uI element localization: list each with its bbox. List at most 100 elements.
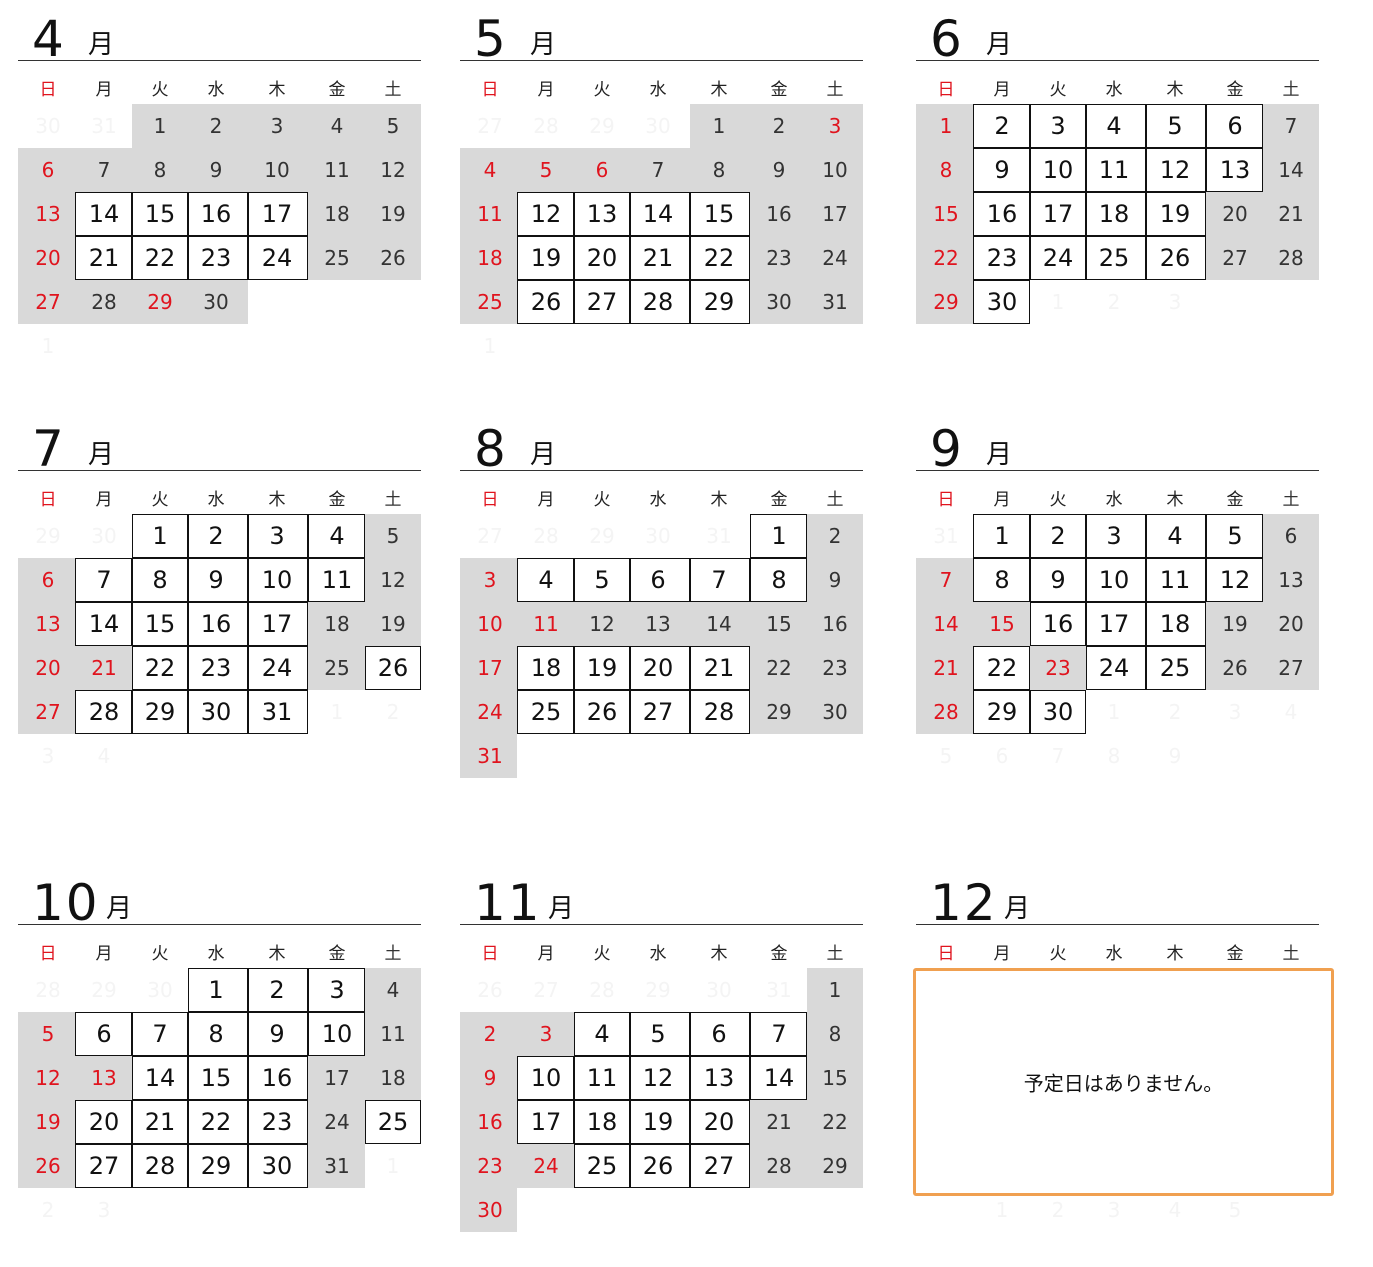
day-cell[interactable] <box>1263 558 1319 602</box>
day-cell[interactable] <box>132 236 188 280</box>
day-cell[interactable] <box>916 148 973 192</box>
day-cell[interactable] <box>750 148 807 192</box>
day-cell[interactable] <box>365 968 421 1012</box>
day-cell[interactable] <box>132 1012 188 1056</box>
day-cell[interactable] <box>916 104 973 148</box>
day-cell[interactable] <box>1206 558 1263 602</box>
day-cell[interactable] <box>1263 646 1319 690</box>
day-cell[interactable] <box>916 280 973 324</box>
day-cell[interactable] <box>750 1056 807 1100</box>
day-cell[interactable] <box>308 1144 365 1188</box>
day-cell[interactable] <box>308 602 365 646</box>
day-cell[interactable] <box>690 1100 750 1144</box>
day-cell[interactable] <box>188 646 248 690</box>
day-cell[interactable] <box>18 690 75 734</box>
day-cell[interactable] <box>365 1100 421 1144</box>
day-cell[interactable] <box>248 104 308 148</box>
day-cell[interactable] <box>807 1144 863 1188</box>
day-cell[interactable] <box>973 514 1030 558</box>
day-cell[interactable] <box>574 1012 630 1056</box>
day-cell[interactable] <box>807 968 863 1012</box>
day-cell[interactable] <box>630 1056 690 1100</box>
day-cell[interactable] <box>308 968 365 1012</box>
day-cell[interactable] <box>630 1100 690 1144</box>
day-cell[interactable] <box>630 236 690 280</box>
day-cell[interactable] <box>630 646 690 690</box>
day-cell[interactable] <box>18 1100 75 1144</box>
day-cell[interactable] <box>517 646 574 690</box>
day-cell[interactable] <box>18 558 75 602</box>
day-cell[interactable] <box>1206 646 1263 690</box>
day-cell[interactable] <box>690 148 750 192</box>
day-cell[interactable] <box>1263 148 1319 192</box>
day-cell[interactable] <box>517 1144 574 1188</box>
day-cell[interactable] <box>132 104 188 148</box>
day-cell[interactable] <box>807 236 863 280</box>
day-cell[interactable] <box>75 280 132 324</box>
day-cell[interactable] <box>1030 690 1086 734</box>
day-cell[interactable] <box>517 236 574 280</box>
day-cell[interactable] <box>1086 514 1146 558</box>
day-cell[interactable] <box>1206 192 1263 236</box>
day-cell[interactable] <box>132 602 188 646</box>
day-cell[interactable] <box>365 236 421 280</box>
day-cell[interactable] <box>574 1056 630 1100</box>
day-cell[interactable] <box>248 1012 308 1056</box>
day-cell[interactable] <box>517 690 574 734</box>
day-cell[interactable] <box>517 280 574 324</box>
day-cell[interactable] <box>1263 602 1319 646</box>
day-cell[interactable] <box>248 602 308 646</box>
day-cell[interactable] <box>750 236 807 280</box>
day-cell[interactable] <box>248 192 308 236</box>
day-cell[interactable] <box>248 148 308 192</box>
day-cell[interactable] <box>188 1056 248 1100</box>
day-cell[interactable] <box>1263 192 1319 236</box>
day-cell[interactable] <box>690 236 750 280</box>
day-cell[interactable] <box>132 558 188 602</box>
day-cell[interactable] <box>750 192 807 236</box>
day-cell[interactable] <box>807 602 863 646</box>
day-cell[interactable] <box>574 280 630 324</box>
day-cell[interactable] <box>916 690 973 734</box>
day-cell[interactable] <box>460 280 517 324</box>
day-cell[interactable] <box>132 1100 188 1144</box>
day-cell[interactable] <box>1206 148 1263 192</box>
day-cell[interactable] <box>308 192 365 236</box>
day-cell[interactable] <box>750 558 807 602</box>
day-cell[interactable] <box>916 192 973 236</box>
day-cell[interactable] <box>308 104 365 148</box>
day-cell[interactable] <box>807 192 863 236</box>
day-cell[interactable] <box>248 968 308 1012</box>
day-cell[interactable] <box>248 1100 308 1144</box>
day-cell[interactable] <box>517 602 574 646</box>
day-cell[interactable] <box>517 192 574 236</box>
day-cell[interactable] <box>1263 104 1319 148</box>
day-cell[interactable] <box>188 514 248 558</box>
day-cell[interactable] <box>1030 236 1086 280</box>
day-cell[interactable] <box>690 1012 750 1056</box>
day-cell[interactable] <box>574 558 630 602</box>
day-cell[interactable] <box>1206 514 1263 558</box>
day-cell[interactable] <box>188 1144 248 1188</box>
day-cell[interactable] <box>630 690 690 734</box>
day-cell[interactable] <box>690 1144 750 1188</box>
day-cell[interactable] <box>807 1100 863 1144</box>
day-cell[interactable] <box>460 734 517 778</box>
day-cell[interactable] <box>750 1012 807 1056</box>
day-cell[interactable] <box>75 192 132 236</box>
day-cell[interactable] <box>750 514 807 558</box>
day-cell[interactable] <box>1263 236 1319 280</box>
day-cell[interactable] <box>132 690 188 734</box>
day-cell[interactable] <box>517 1012 574 1056</box>
day-cell[interactable] <box>188 280 248 324</box>
day-cell[interactable] <box>1086 192 1146 236</box>
day-cell[interactable] <box>1206 602 1263 646</box>
day-cell[interactable] <box>750 1100 807 1144</box>
day-cell[interactable] <box>1206 236 1263 280</box>
day-cell[interactable] <box>973 236 1030 280</box>
day-cell[interactable] <box>1146 148 1206 192</box>
day-cell[interactable] <box>1086 148 1146 192</box>
day-cell[interactable] <box>460 1100 517 1144</box>
day-cell[interactable] <box>18 602 75 646</box>
day-cell[interactable] <box>365 1056 421 1100</box>
